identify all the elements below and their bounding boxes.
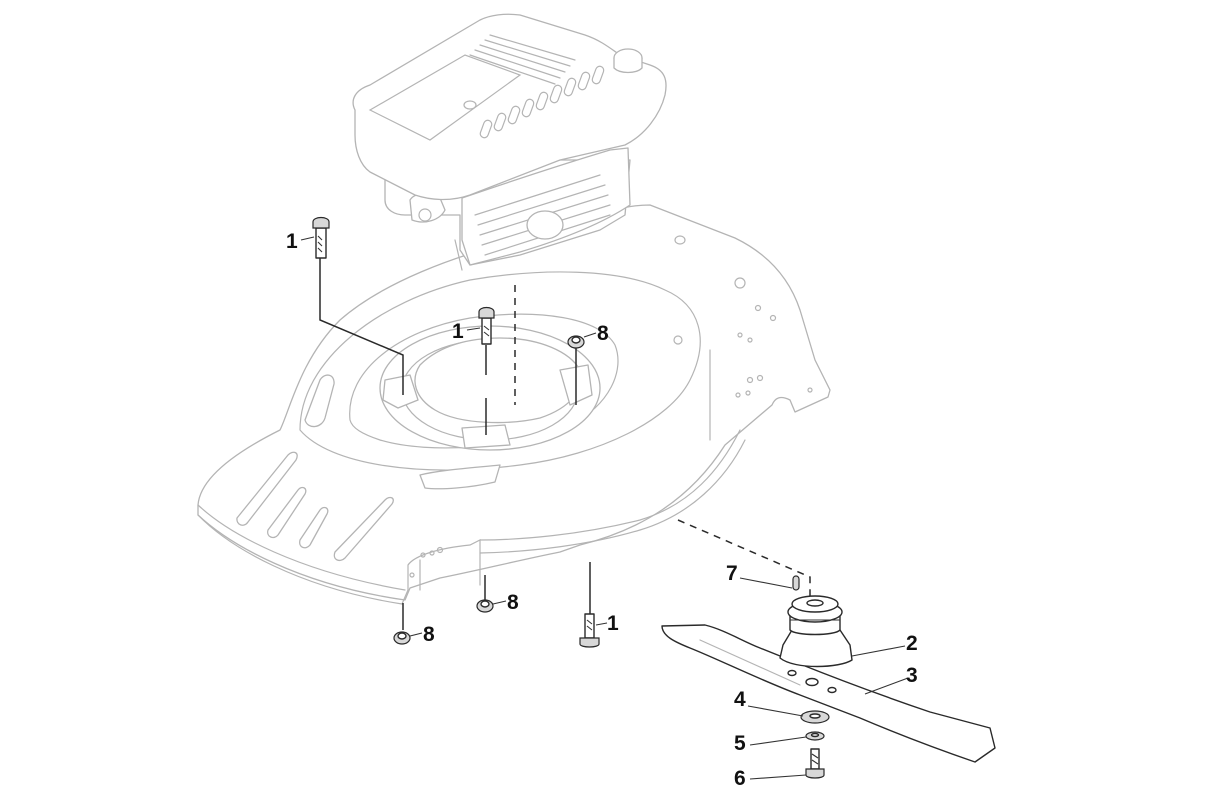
blade-icon [661,624,996,763]
mower-deck [197,204,831,605]
callout-washer: 4 [734,688,746,711]
engine [352,13,667,271]
callout-blade-adapter: 2 [906,632,918,655]
washer-icon [800,710,830,724]
bolt-icon [312,216,330,259]
callout-key-pin: 7 [726,562,738,585]
bolt-icon [579,613,600,648]
nut-icon [567,335,585,349]
blade-bolt-icon [805,748,825,779]
callout-nut: 8 [597,322,609,345]
bolt-icon [478,306,495,345]
callout-bolt: 1 [286,230,298,253]
blade-adapter-hub-icon [779,595,853,668]
callout-nut: 8 [423,623,435,646]
callout-blade: 3 [906,664,918,687]
callout-spring-washer: 5 [734,732,746,755]
spring-washer-icon [805,731,825,741]
leader-lines [300,236,909,780]
key-pin-icon [792,575,800,591]
callout-blade-bolt: 6 [734,767,746,790]
callout-bolt: 1 [607,612,619,635]
nut-icon [476,599,494,613]
nut-icon [393,631,411,645]
callout-bolt: 1 [452,320,464,343]
callout-nut: 8 [507,591,519,614]
